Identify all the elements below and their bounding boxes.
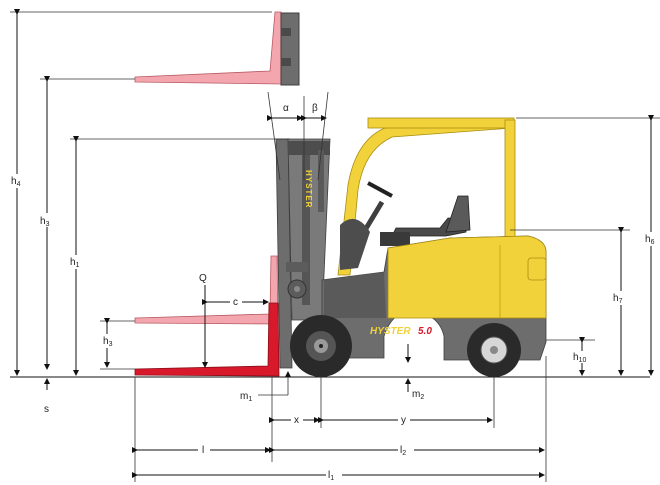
label-s: s [44,404,49,415]
label-beta: β [312,103,318,114]
label-alpha: α [283,103,289,114]
dim-x-y: x y [269,377,495,462]
dim-h1: h1 [68,136,290,376]
fork-lowered [134,302,280,377]
dim-tilt: α β [267,91,329,181]
svg-text:l2: l2 [400,445,406,457]
fork-free-lift [134,255,279,325]
label-c: c [233,297,238,308]
label-h1: h [70,257,76,268]
dim-l-l2: l l2 [132,356,547,482]
mast: HYSTER [275,138,331,369]
body-brand-text: HYSTER [370,326,411,337]
dim-l1: l1 [132,468,545,482]
rear-wheel [467,323,521,377]
label-l1: l [328,470,330,481]
svg-text:h4: h4 [11,176,21,188]
body-model-text: 5.0 [418,326,432,337]
svg-text:h1: h1 [70,257,80,269]
steering-wheel [340,181,393,270]
operator-seat [380,195,471,246]
svg-text:h6: h6 [645,234,655,246]
label-h10: h [573,352,579,363]
label-Q: Q [199,273,207,284]
label-h3-small: h [103,336,109,347]
mast-brand-text: HYSTER [304,170,313,208]
fork-top-raised [134,11,283,85]
dim-h10: h10 [546,337,595,376]
dim-h6: h6 [516,115,660,376]
dim-m2: m2 [405,344,424,401]
label-m2: m [412,389,420,400]
svg-text:h3: h3 [103,336,113,348]
dim-Q: Q [199,273,208,368]
dim-c: c [202,295,269,308]
dim-h7: h7 [510,227,630,376]
dim-h3: h3 [39,76,135,370]
label-x: x [294,415,299,426]
dim-m1: m1 [240,371,291,403]
carriage-raised [280,12,300,86]
svg-text:m1: m1 [240,391,252,403]
label-l: l [202,445,204,456]
label-l2: l [400,445,402,456]
svg-text:l1: l1 [328,470,334,482]
label-y: y [401,415,406,426]
svg-text:m2: m2 [412,389,424,401]
svg-text:h3: h3 [40,216,50,228]
svg-text:h10: h10 [573,352,586,364]
label-h4: h [11,176,17,187]
label-h3: h [40,216,46,227]
svg-text:h7: h7 [613,293,623,305]
dim-h4: h4 [9,9,272,376]
dim-h3-small: h3 [100,318,135,370]
label-m1: m [240,391,248,402]
label-h7: h [613,293,619,304]
label-h6: h [645,234,651,245]
dim-s: s [44,378,50,415]
front-wheel [290,315,352,377]
